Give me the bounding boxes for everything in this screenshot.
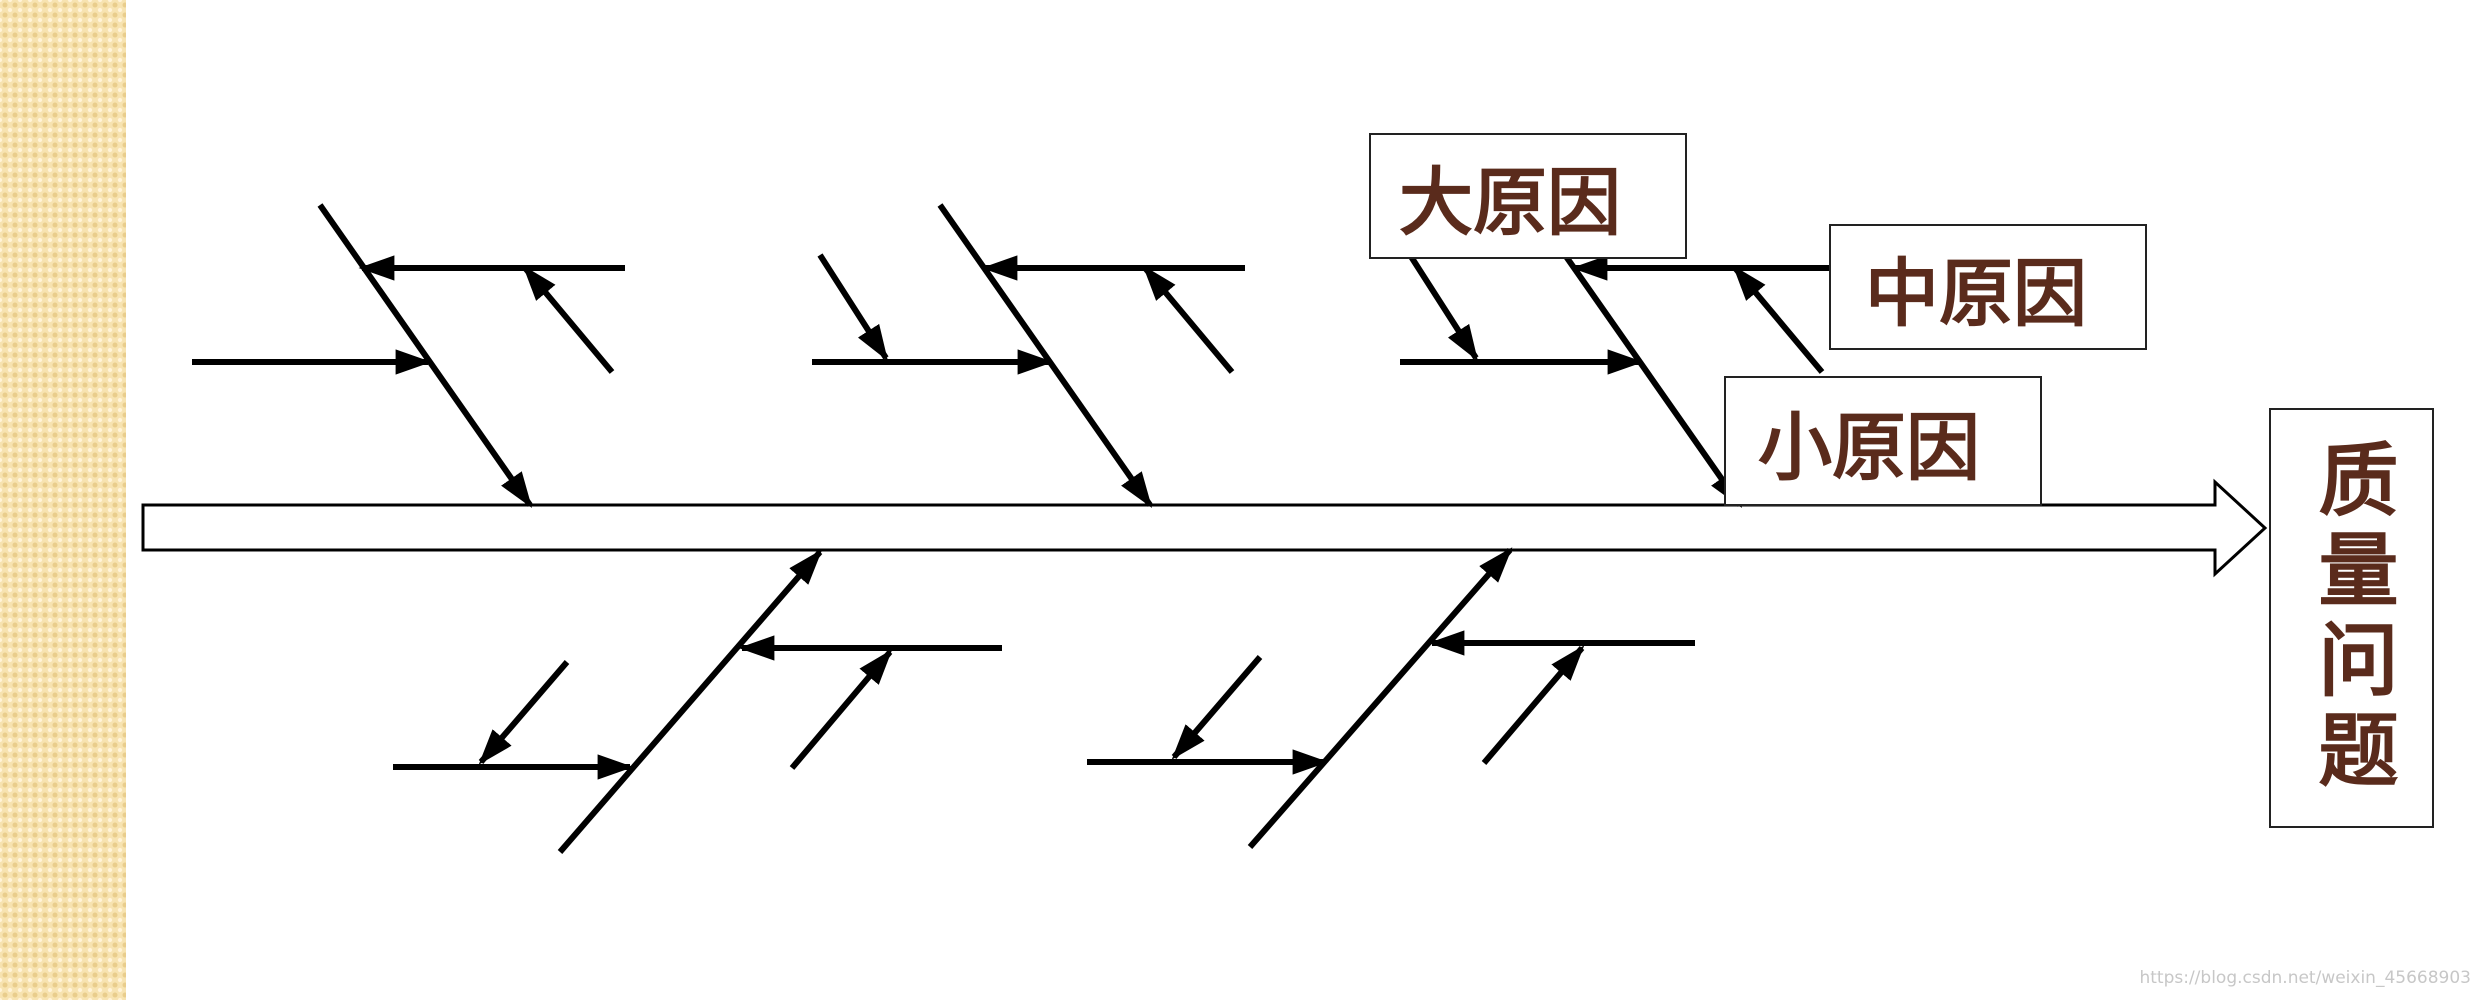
major-bone-lower-1	[557, 549, 823, 854]
big-cause-label: 大原因	[1369, 133, 1687, 259]
middle-cause-label: 中原因	[1829, 224, 2147, 350]
small-bone-upper-3b	[1407, 253, 1479, 362]
small-bone-lower-1a	[789, 649, 893, 770]
small-bone-upper-2b	[817, 253, 889, 362]
decorative-side-band	[0, 0, 126, 1000]
quality-problem-head: 质量问题	[2269, 408, 2434, 828]
small-bone-upper-2a	[1142, 265, 1235, 374]
major-bone-upper-1	[317, 203, 533, 508]
major-bone-upper-2	[937, 203, 1153, 508]
small-bone-lower-1b	[478, 660, 570, 765]
major-bone-lower-2	[1247, 547, 1513, 849]
small-cause-label: 小原因	[1724, 376, 2042, 506]
small-bone-lower-2a	[1481, 645, 1585, 765]
small-bone-upper-3a	[1732, 265, 1825, 374]
source-watermark: https://blog.csdn.net/weixin_45668903	[2139, 968, 2471, 988]
small-bone-lower-2b	[1171, 655, 1263, 760]
small-bone-upper-1a	[522, 265, 615, 374]
